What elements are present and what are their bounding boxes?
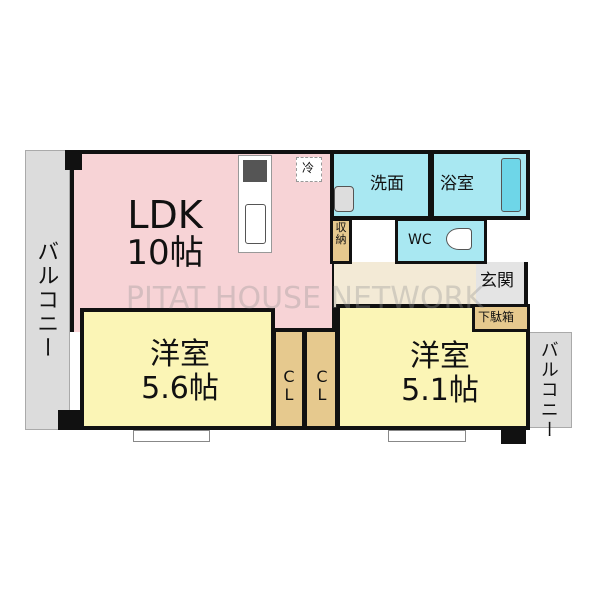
storage-label: 収納 bbox=[335, 221, 347, 247]
wall-pillar bbox=[65, 150, 82, 170]
entrance-area bbox=[476, 262, 528, 307]
room-ldk bbox=[70, 150, 336, 332]
ldk-size: 10帖 bbox=[126, 233, 204, 273]
balcony-left bbox=[25, 150, 70, 430]
balcony-right-label: バルコニー bbox=[537, 340, 559, 440]
bathroom-label: 浴室 bbox=[440, 174, 474, 194]
entrance-label: 玄関 bbox=[480, 271, 514, 291]
stove-icon bbox=[243, 160, 267, 182]
bathtub bbox=[501, 158, 521, 212]
closet-2 bbox=[303, 328, 339, 430]
window bbox=[133, 430, 210, 442]
closet-1-label: CL bbox=[283, 367, 295, 404]
window bbox=[388, 430, 466, 442]
balcony-left-label: バルコニー bbox=[33, 240, 59, 360]
watermark: PITAT HOUSE NETWORK bbox=[125, 281, 485, 316]
western-2-size: 5.1帖 bbox=[401, 373, 479, 408]
wall-pillar bbox=[58, 410, 80, 430]
western-1-name: 洋室 bbox=[150, 337, 210, 372]
fridge-label: 冷 bbox=[302, 161, 315, 175]
western-2-name: 洋室 bbox=[410, 339, 470, 374]
room-western-1 bbox=[80, 308, 275, 430]
kitchen-sink bbox=[245, 204, 266, 244]
washroom-label: 洗面 bbox=[370, 174, 404, 194]
ldk-name: LDK bbox=[127, 193, 203, 237]
sink bbox=[334, 186, 354, 212]
shoe-box-label: 下駄箱 bbox=[478, 310, 515, 324]
fridge bbox=[296, 157, 322, 182]
wall-pillar bbox=[501, 428, 526, 444]
toilet-label: WC bbox=[408, 232, 432, 248]
closet-2-label: CL bbox=[316, 367, 328, 404]
hallway bbox=[334, 262, 479, 307]
storage bbox=[330, 218, 352, 264]
western-1-size: 5.6帖 bbox=[141, 371, 219, 406]
balcony-right bbox=[528, 332, 572, 428]
shoe-box bbox=[472, 304, 530, 332]
toilet-bowl bbox=[446, 228, 472, 250]
